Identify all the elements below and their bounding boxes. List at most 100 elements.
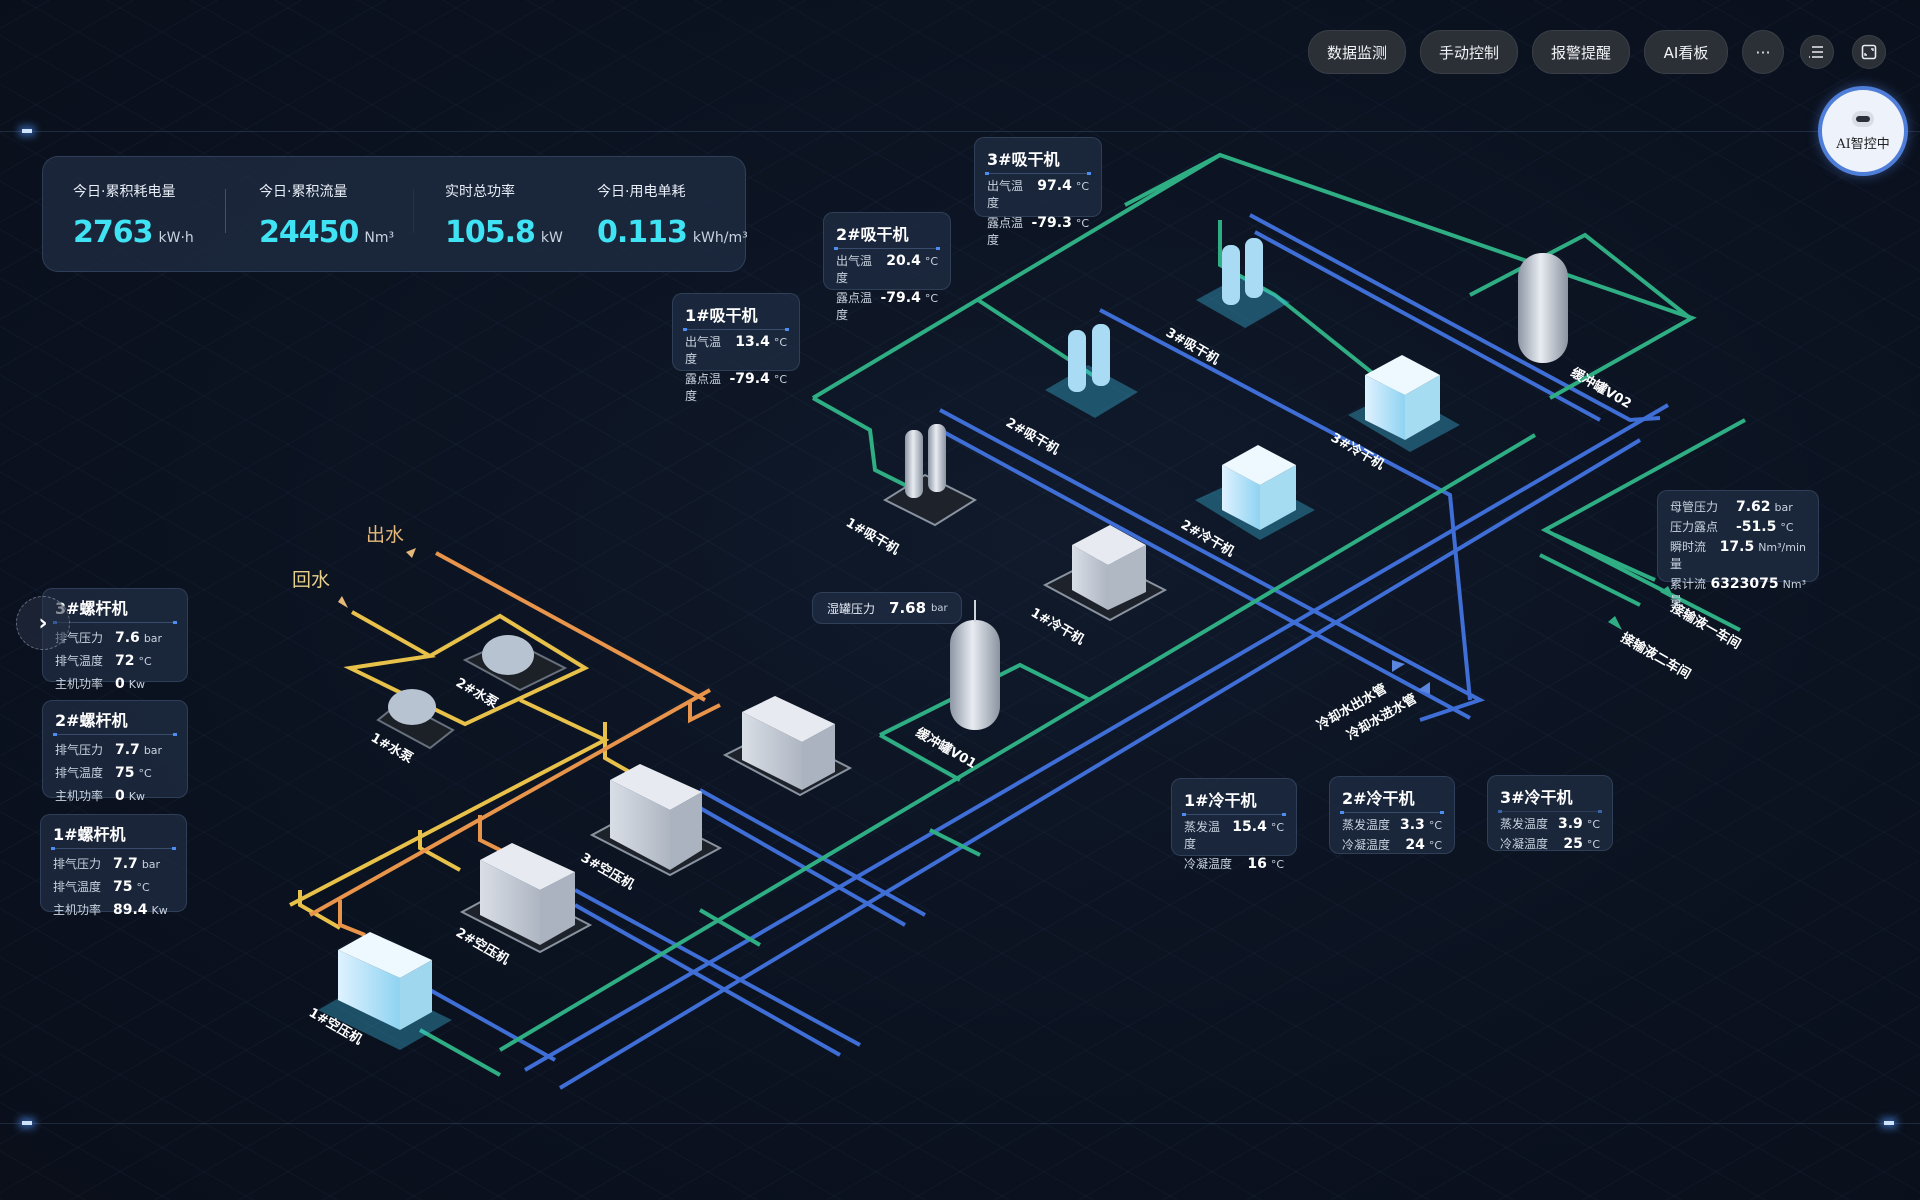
- card-title: 1#螺杆机: [53, 825, 126, 844]
- more-button[interactable]: ···: [1742, 30, 1784, 74]
- row-value: 7.7: [115, 742, 140, 758]
- adsorption-dryer-2[interactable]: [1045, 324, 1138, 418]
- refrigerated-dryer-2[interactable]: [1195, 445, 1315, 540]
- card-title: 1#冷干机: [1184, 791, 1257, 810]
- row-value: -79.3: [1031, 215, 1072, 231]
- corner-marker: [22, 1121, 32, 1125]
- adsorption-dryer-1[interactable]: [882, 424, 978, 527]
- label-adsorption-dryer-1: 1#吸干机: [843, 515, 902, 558]
- row-unit: °C: [138, 767, 152, 780]
- row-label: 出气温度: [836, 254, 873, 285]
- row-value: 7.7: [113, 856, 138, 872]
- arrow-icon: [338, 596, 348, 608]
- sidebar-toggle-button[interactable]: ›: [16, 596, 70, 650]
- row: 露点温度-79.4°C: [824, 286, 950, 323]
- row-unit: °C: [138, 655, 152, 668]
- divider: [413, 189, 414, 233]
- row-value: 75: [113, 879, 133, 895]
- list-button[interactable]: [1800, 35, 1834, 69]
- row-unit: Kw: [128, 678, 145, 691]
- air-compressor-2[interactable]: [459, 843, 593, 954]
- label-refrigerated-dryer-1: 1#冷干机: [1028, 605, 1087, 648]
- label-compressor-3: 3#空压机: [578, 850, 637, 893]
- water-return-label: 回水: [292, 569, 331, 591]
- air-compressor-1[interactable]: [318, 932, 452, 1050]
- stat-unit: kW: [540, 230, 563, 246]
- row-unit: °C: [1586, 818, 1600, 831]
- buffer-tank-v01[interactable]: [950, 600, 1000, 730]
- row-value: 6323075: [1710, 576, 1779, 592]
- row-label: 蒸发温度: [1184, 820, 1221, 851]
- row-label: 露点温度: [987, 216, 1024, 247]
- nav-manual-control-button[interactable]: 手动控制: [1420, 30, 1518, 74]
- stat-value: 105.8: [445, 215, 536, 250]
- row-value: 25: [1563, 836, 1583, 852]
- refrigerated-dryer-3[interactable]: [1348, 355, 1460, 452]
- adsorption-dryer-3[interactable]: [1196, 238, 1290, 328]
- divider: [51, 847, 176, 850]
- ai-control-status-badge[interactable]: AI智控中: [1818, 86, 1908, 176]
- divider: [985, 172, 1091, 175]
- row-unit: °C: [1428, 839, 1442, 852]
- row-unit: °C: [773, 373, 787, 386]
- row-value: 20.4: [886, 253, 921, 269]
- row: 露点温度 -79.3°C: [975, 211, 1101, 248]
- row-value: 0: [115, 676, 125, 692]
- water-outlet-pipes: [309, 551, 721, 937]
- row-label: 主机功率: [55, 677, 104, 691]
- cooling-water-pipes: [429, 213, 1670, 1090]
- row-unit: bar: [931, 602, 948, 614]
- water-pump-2[interactable]: [462, 635, 568, 692]
- label-outlet-workshop-2: 接输液二车间: [1618, 630, 1694, 683]
- buffer-tank-v02[interactable]: [1518, 253, 1568, 363]
- nav-alarm-button[interactable]: 报警提醒: [1532, 30, 1630, 74]
- nav-ai-dashboard-button[interactable]: AI看板: [1644, 30, 1728, 74]
- stat-unit: Nm³: [364, 230, 395, 246]
- refrigerated-dryer-1[interactable]: [1042, 525, 1168, 622]
- divider: [225, 189, 226, 233]
- row-label: 蒸发温度: [1342, 818, 1391, 832]
- water-pump-1[interactable]: [376, 689, 455, 750]
- air-compressor-3[interactable]: [589, 764, 723, 877]
- fullscreen-button[interactable]: [1852, 35, 1886, 69]
- more-horizontal-icon: ···: [1755, 42, 1771, 62]
- water-outlet-label: 出水: [366, 524, 405, 546]
- card-title: 1#吸干机: [685, 306, 758, 325]
- row-value: 7.68: [889, 599, 927, 617]
- card-title: 2#吸干机: [836, 225, 909, 244]
- divider: [834, 247, 940, 250]
- row-label: 主机功率: [53, 903, 102, 917]
- stat-value: 0.113: [597, 215, 688, 250]
- row-value: 3.3: [1400, 817, 1425, 833]
- divider: [683, 328, 789, 331]
- row-label: 排气压力: [55, 743, 104, 757]
- row-label: 排气温度: [55, 766, 104, 780]
- nav-data-monitor-button[interactable]: 数据监测: [1308, 30, 1406, 74]
- wet-tank-pressure-panel[interactable]: 湿罐压力 7.68 bar: [812, 592, 962, 624]
- divider: [1498, 810, 1602, 813]
- label-pump-2: 2#水泵: [453, 675, 501, 712]
- row-value: 0: [115, 788, 125, 804]
- row-unit: °C: [1428, 819, 1442, 832]
- row-label: 瞬时流量: [1670, 540, 1707, 571]
- row-unit: °C: [1075, 217, 1089, 230]
- row-label: 露点温度: [836, 291, 873, 322]
- label-buffer-tank-v01: 缓冲罐V01: [913, 725, 979, 772]
- air-compressor-4[interactable]: [722, 696, 853, 797]
